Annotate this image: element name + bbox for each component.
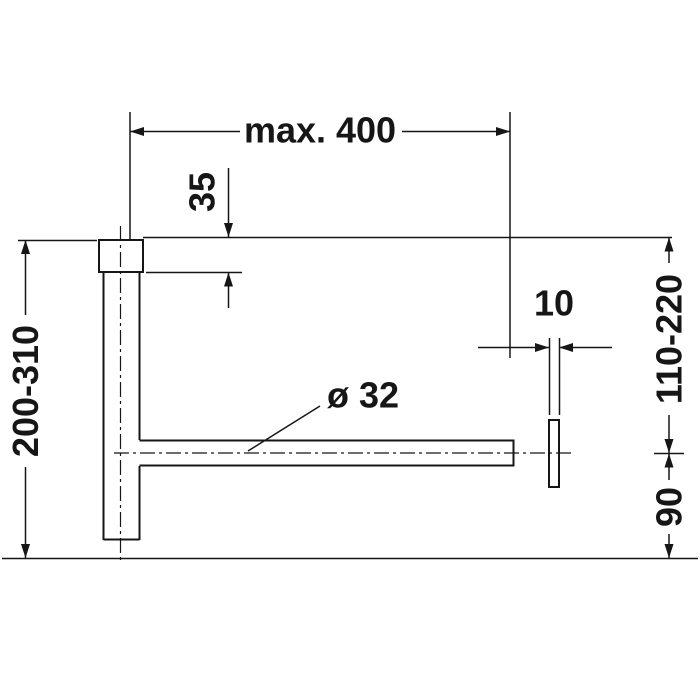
arrowhead-left — [130, 127, 144, 136]
arrowhead-down — [224, 223, 233, 237]
dim-rosette-thickness: 10 — [478, 283, 612, 415]
dim-max-width: max. 400 — [129, 110, 511, 358]
arrowhead-up — [664, 453, 674, 468]
dim-flange-offset-label: 35 — [182, 172, 223, 212]
diameter-callout: ø 32 — [247, 375, 399, 452]
dim-bottom-height-label: 90 — [649, 487, 690, 527]
extension-lines — [548, 338, 561, 415]
centerlines — [114, 226, 572, 562]
dim-bottom-height: 90 — [649, 453, 690, 558]
arrowhead-left — [559, 343, 573, 352]
arrowhead-up — [664, 237, 674, 252]
dim-outlet-height: 110-220 — [649, 237, 690, 455]
dim-inlet-height: 200-310 — [5, 239, 97, 558]
leader-line — [247, 405, 321, 452]
arrowhead-right — [535, 343, 549, 352]
dim-flange-offset: 35 — [146, 168, 242, 308]
dim-inlet-height-label: 200-310 — [5, 325, 46, 457]
dim-outlet-height-label: 110-220 — [649, 274, 690, 404]
arrowhead-up — [224, 272, 233, 287]
arrowhead-down — [664, 439, 674, 453]
arrowhead-up — [21, 240, 30, 254]
arrowhead-down — [664, 544, 674, 558]
pipe-tube — [102, 272, 141, 541]
dim-rosette-thickness-label: 10 — [534, 283, 574, 324]
pipe-diameter-label: ø 32 — [327, 375, 399, 416]
dim-max-width-label: max. 400 — [244, 110, 396, 151]
arrowhead-down — [21, 544, 30, 558]
arrowhead-right — [496, 127, 510, 136]
